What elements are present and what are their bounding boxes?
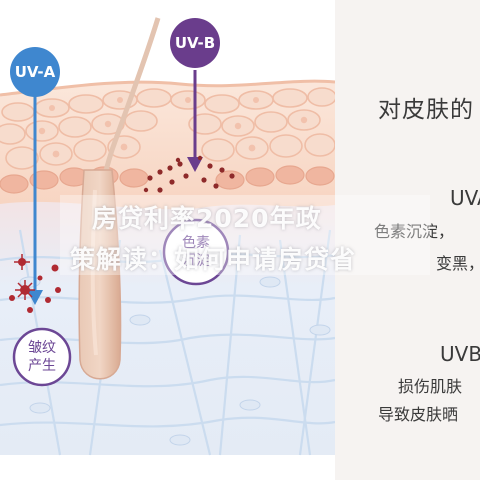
effects-panel (335, 0, 480, 480)
uv-b-label: UV-B (174, 34, 216, 52)
uvb-line-1: 损伤肌肤 (398, 377, 463, 396)
pigment-dot-icon (143, 155, 235, 193)
watermark-band (60, 195, 430, 275)
panel-title: 对皮肤的 (378, 97, 474, 123)
wrinkle-circle (12, 327, 72, 387)
pigment-label-line1: 色素 (182, 235, 210, 251)
uvb-heading: UVB (440, 342, 480, 366)
uv-b-badge: UV-B (170, 18, 220, 68)
uva-heading: UVA (450, 186, 480, 210)
pigment-circle (162, 218, 230, 286)
wrinkle-label-line1: 皱纹 (28, 340, 56, 356)
uvb-line-2: 导致皮肤晒 (378, 405, 459, 424)
uv-a-badge: UV-A (10, 47, 60, 97)
pigment-label: 色素 沉淀 (164, 234, 228, 270)
hair-follicle (78, 169, 122, 380)
pigment-label-line2: 沉淀 (182, 253, 210, 269)
watermark-line-1: 房贷利率2020年政 (92, 204, 322, 233)
uva-line-1: 色素沉淀， (374, 222, 455, 241)
uv-a-label: UV-A (14, 63, 56, 81)
uva-line-2: 变黑，皮 (436, 254, 480, 273)
wrinkle-label: 皱纹 产生 (14, 339, 70, 375)
wrinkle-label-line2: 产生 (28, 358, 56, 374)
watermark-line-2: 策解读：如何申请房贷省 (70, 245, 357, 274)
